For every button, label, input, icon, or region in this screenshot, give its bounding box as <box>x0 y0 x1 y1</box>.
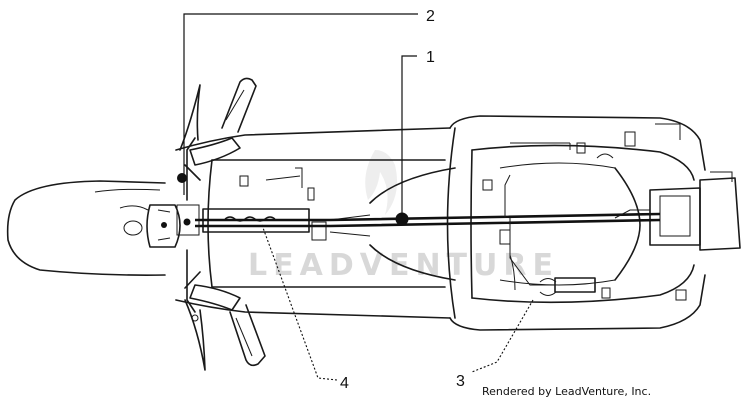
credit-text: Rendered by LeadVenture, Inc. <box>482 385 651 398</box>
leader-2 <box>183 13 418 195</box>
front-fender <box>6 180 166 276</box>
watermark-logo <box>365 150 398 215</box>
callout-3: 3 <box>456 373 465 390</box>
callout-4: 4 <box>340 375 349 392</box>
components <box>176 123 687 322</box>
main-harness <box>177 137 661 313</box>
callout-1: 1 <box>426 49 435 66</box>
rear-end <box>649 171 741 251</box>
leader-3 <box>471 299 534 373</box>
handlebar-left <box>179 77 257 166</box>
leader-1 <box>401 55 417 219</box>
headset <box>146 204 181 248</box>
leader-lines <box>183 13 534 381</box>
handlebar-right <box>184 284 266 371</box>
callout-2: 2 <box>426 8 435 25</box>
